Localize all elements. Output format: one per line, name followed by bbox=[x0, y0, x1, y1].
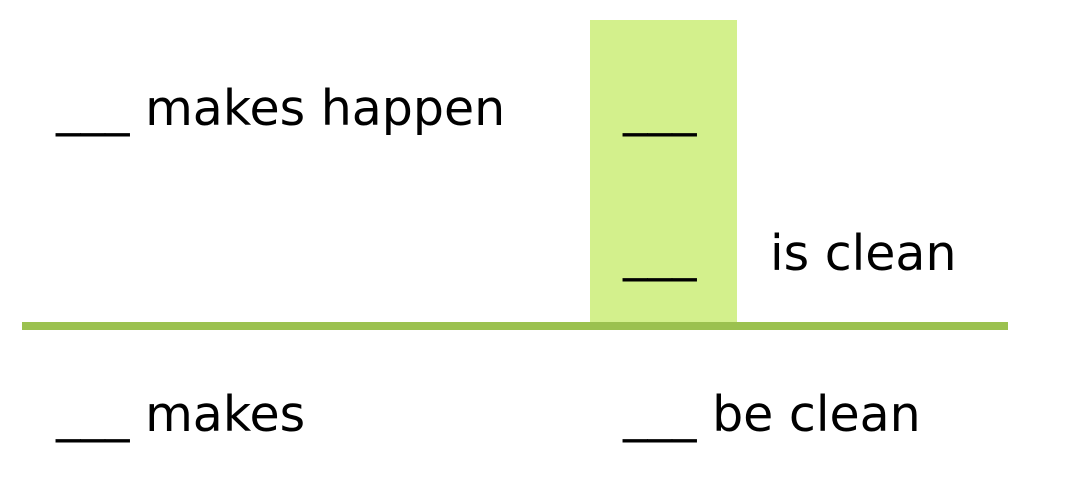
middle-column-blank: ___ bbox=[623, 225, 697, 282]
top-left-phrase: ___ makes happen bbox=[56, 80, 506, 137]
top-column-blank: ___ bbox=[623, 80, 697, 137]
bottom-right-phrase: ___ be clean bbox=[623, 386, 921, 443]
horizontal-divider bbox=[22, 322, 1008, 330]
bottom-left-phrase: ___ makes bbox=[56, 386, 306, 443]
highlighted-blank-column bbox=[590, 20, 737, 325]
middle-right-phrase: is clean bbox=[770, 225, 957, 282]
